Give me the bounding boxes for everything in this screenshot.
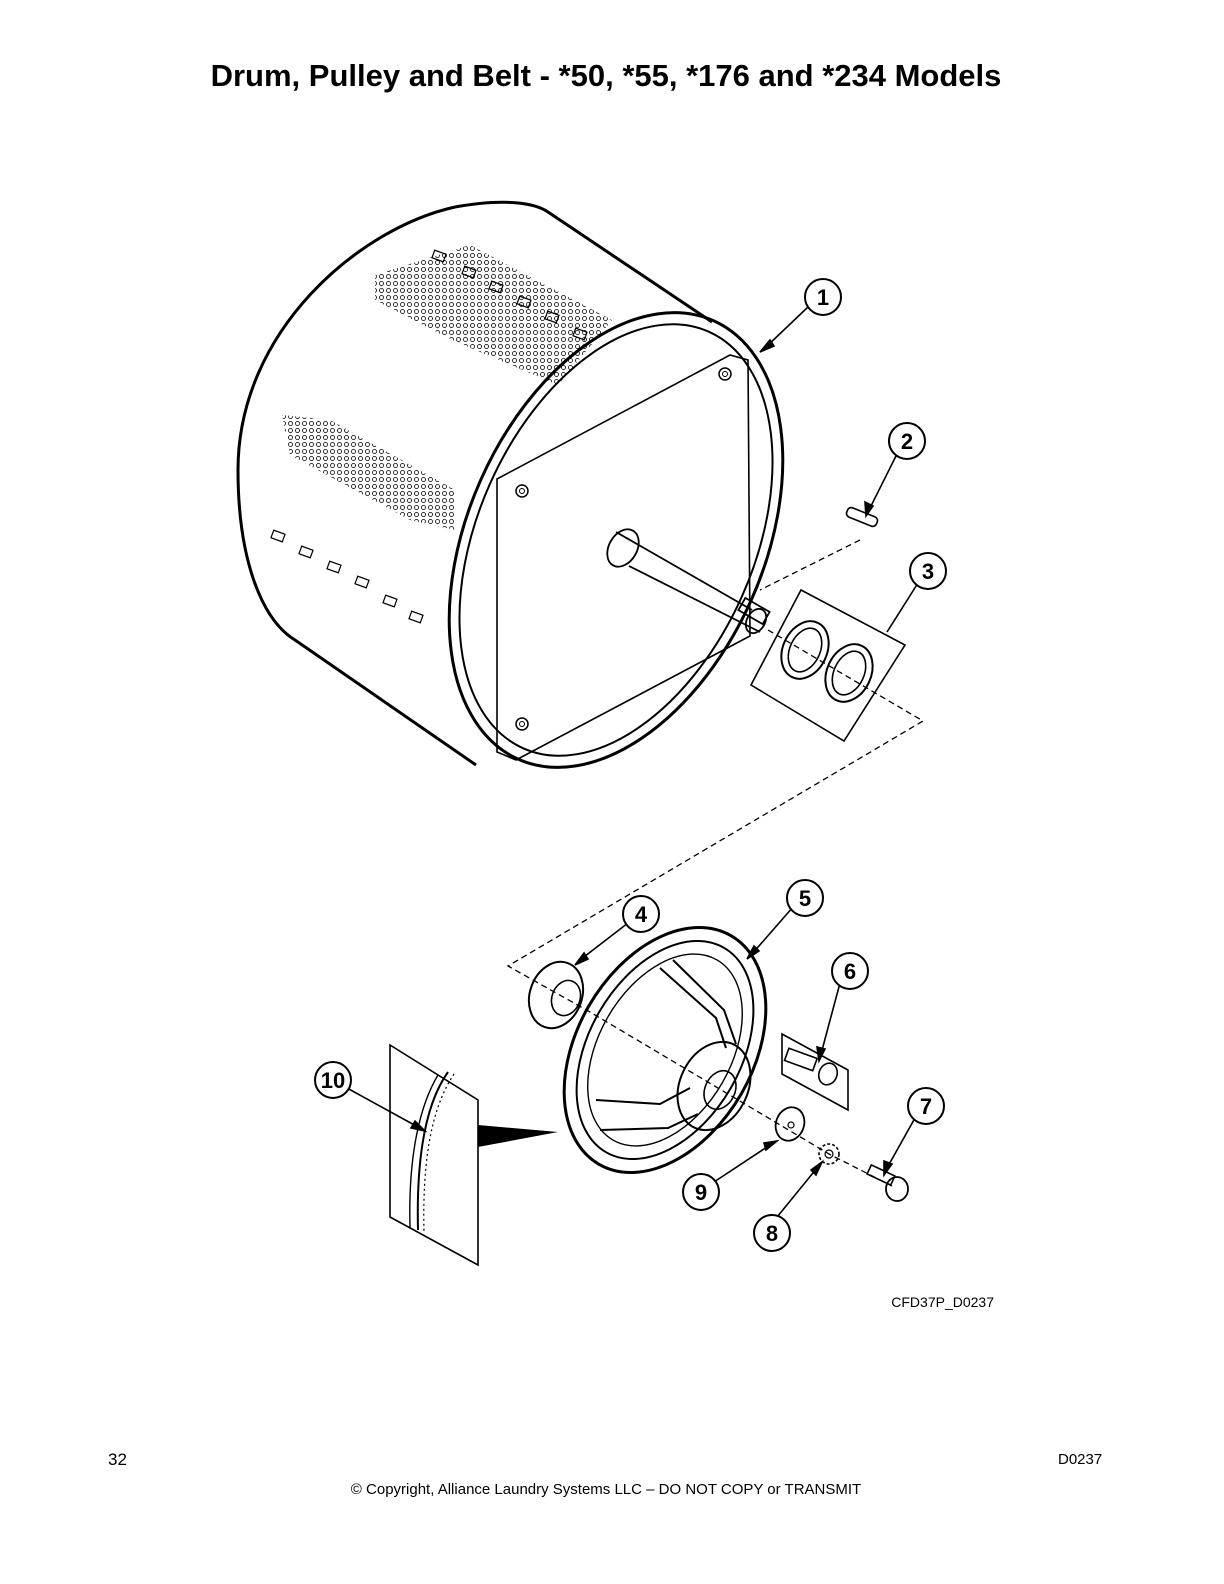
callout-2: 2 [888,422,926,460]
assembly-dashed-lines [506,539,925,1187]
callout-5: 5 [786,879,824,917]
diagram-reference-code: CFD37P_D0237 [891,1294,994,1310]
svg-text:3: 3 [922,559,934,584]
panel-nuts [515,367,732,731]
svg-text:6: 6 [844,959,856,984]
svg-text:1: 1 [817,285,829,310]
svg-text:9: 9 [695,1180,707,1205]
leader-lines [346,306,919,1223]
pulley-illustration [527,926,909,1202]
callout-7: 7 [907,1087,945,1125]
page-title: Drum, Pulley and Belt - *50, *55, *176 a… [210,58,1002,93]
callout-1: 1 [804,278,842,316]
drum-slots [270,249,588,624]
svg-text:8: 8 [766,1221,778,1246]
callout-4: 4 [622,895,660,933]
svg-text:7: 7 [920,1094,932,1119]
document-code: D0237 [1058,1451,1103,1468]
callout-6: 6 [831,952,869,990]
callout-8: 8 [753,1214,791,1252]
svg-text:5: 5 [799,886,811,911]
key-illustration [845,506,879,528]
callout-10: 10 [314,1061,352,1099]
drum-illustration [236,200,785,769]
drum-perforations [282,245,612,530]
copyright-notice: © Copyright, Alliance Laundry Systems LL… [350,1481,862,1498]
page-number: 32 [108,1450,127,1469]
callout-3: 3 [909,552,947,590]
callout-9: 9 [682,1173,720,1211]
svg-text:4: 4 [635,902,648,927]
shims-illustration [749,588,907,743]
svg-text:10: 10 [321,1068,345,1093]
belt-illustration [389,1043,558,1267]
drum-shaft [606,528,771,635]
svg-text:2: 2 [901,429,913,454]
